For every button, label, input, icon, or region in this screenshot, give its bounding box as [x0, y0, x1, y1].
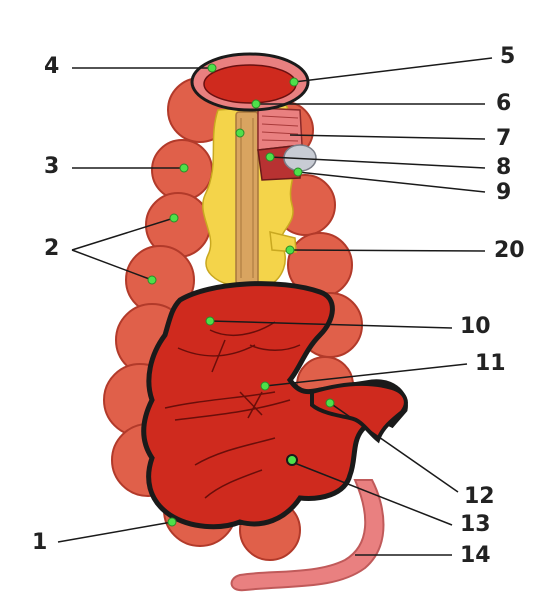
marker-12: [325, 398, 335, 408]
leader-lines: [57, 57, 493, 556]
marker-4: [207, 63, 217, 73]
label-13: 13: [460, 512, 491, 537]
label-4: 4: [44, 54, 60, 79]
marker-11: [260, 381, 270, 391]
label-2: 2: [44, 236, 60, 261]
marker-2a: [169, 213, 179, 223]
marker-20: [285, 245, 295, 255]
label-6: 6: [496, 91, 512, 116]
marker-2b: [147, 275, 157, 285]
label-12: 12: [464, 484, 495, 509]
label-1: 1: [32, 530, 48, 555]
label-7: 7: [496, 126, 512, 151]
marker-1: [167, 517, 177, 527]
inner-chamber: [141, 281, 408, 530]
label-14: 14: [460, 543, 491, 568]
central-duct: [235, 111, 259, 285]
muscle-layer: [257, 107, 303, 151]
marker-3: [179, 163, 189, 173]
muscle-striations: [261, 115, 299, 142]
marker-7: [235, 128, 245, 138]
marker-6: [251, 99, 261, 109]
top-cap-inner: [203, 64, 297, 104]
side-arm: [310, 381, 408, 444]
label-8: 8: [496, 155, 512, 180]
marker-8: [265, 152, 275, 162]
label-11: 11: [475, 351, 506, 376]
marker-13: [286, 454, 298, 466]
marker-dots: [147, 63, 335, 527]
marker-5: [289, 77, 299, 87]
label-5: 5: [500, 44, 516, 69]
marker-9: [293, 167, 303, 177]
tail-structure: [230, 479, 385, 592]
label-20: 20: [494, 238, 525, 263]
label-9: 9: [496, 180, 512, 205]
label-3: 3: [44, 154, 60, 179]
marker-10: [205, 316, 215, 326]
chamber-folds: [164, 321, 301, 499]
label-10: 10: [460, 314, 491, 339]
